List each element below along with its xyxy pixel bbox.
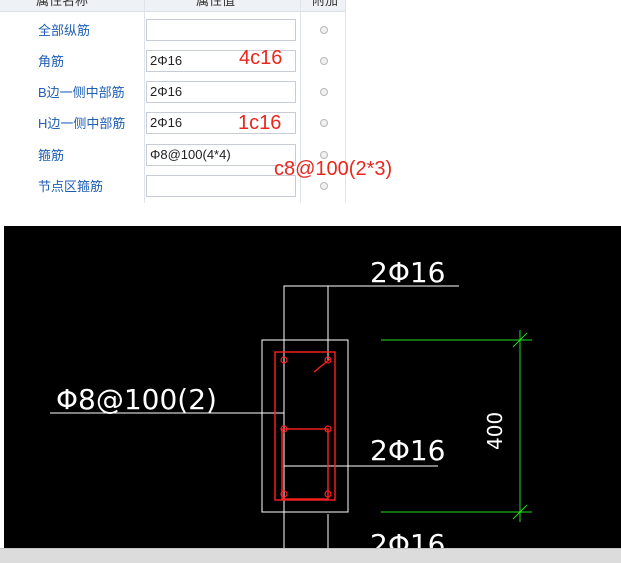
property-value-input[interactable]: Φ8@100(4*4) — [146, 144, 296, 166]
label-top-bars: 2Φ16 — [370, 256, 445, 289]
property-row-h-side-bars: H边一侧中部筋 2Φ16 — [0, 108, 346, 139]
header-name: 属性名称 — [36, 0, 89, 8]
property-row-stirrup: 箍筋 Φ8@100(4*4) — [0, 140, 346, 171]
rebar-dot — [324, 356, 332, 364]
stirrup-hook — [313, 358, 331, 373]
property-value-input[interactable] — [146, 19, 296, 41]
label-stirrup: Φ8@100(2) — [56, 383, 217, 416]
header-add: 附加 — [312, 0, 339, 8]
property-name: 全部纵筋 — [38, 23, 91, 38]
column-divider — [300, 0, 301, 203]
property-row-corner-bars: 角筋 2Φ16 — [0, 46, 346, 77]
property-name: H边一侧中部筋 — [38, 116, 126, 131]
add-radio[interactable] — [320, 57, 328, 65]
column-divider — [144, 0, 145, 203]
property-value-input[interactable] — [146, 175, 296, 197]
outer-stirrup — [274, 351, 336, 501]
label-bottom-bars: 2Φ16 — [370, 528, 445, 549]
dimension-label: 400 — [483, 412, 507, 450]
cad-canvas[interactable]: 2Φ16 Φ8@100(2) 2Φ16 2Φ16 400 — [4, 226, 621, 549]
property-panel: 属性名称 属性值 附加 全部纵筋 角筋 2Φ16 B边一侧中部筋 2Φ16 H边… — [0, 0, 346, 203]
property-name: 节点区箍筋 — [38, 179, 104, 194]
column-section-drawing: 2Φ16 Φ8@100(2) 2Φ16 2Φ16 400 — [50, 256, 532, 549]
add-radio[interactable] — [320, 151, 328, 159]
property-value-input[interactable]: 2Φ16 — [146, 50, 296, 72]
property-value-input[interactable]: 2Φ16 — [146, 112, 296, 134]
header-value: 属性值 — [196, 0, 236, 8]
rebar-dot — [280, 356, 288, 364]
column-divider — [345, 0, 346, 203]
status-bar — [0, 548, 621, 563]
rebar-dot — [324, 490, 332, 498]
column-outline — [261, 339, 349, 513]
property-name: B边一侧中部筋 — [38, 85, 125, 100]
add-radio[interactable] — [320, 182, 328, 190]
add-radio[interactable] — [320, 26, 328, 34]
property-name: 角筋 — [38, 54, 65, 69]
label-mid-bars: 2Φ16 — [370, 434, 445, 467]
rebar-dot — [324, 425, 332, 433]
stirrup-annotation: c8@100(2*3) — [274, 158, 393, 180]
property-value-input[interactable]: 2Φ16 — [146, 81, 296, 103]
property-name: 箍筋 — [38, 148, 65, 163]
property-header: 属性名称 属性值 附加 — [0, 0, 346, 12]
property-row-all-longitudinal: 全部纵筋 — [0, 15, 346, 46]
add-radio[interactable] — [320, 119, 328, 127]
dimension-tick-bottom — [512, 504, 528, 520]
inner-stirrup — [281, 428, 329, 500]
property-row-joint-stirrup: 节点区箍筋 — [0, 171, 346, 202]
corner-bar-annotation: 4c16 — [239, 47, 283, 69]
property-row-b-side-bars: B边一侧中部筋 2Φ16 — [0, 77, 346, 108]
rebar-dot — [280, 490, 288, 498]
rebar-dot — [280, 425, 288, 433]
leader-line-top — [283, 285, 459, 514]
add-radio[interactable] — [320, 88, 328, 96]
h-side-bar-annotation: 1c16 — [238, 112, 282, 134]
dimension-tick-top — [512, 332, 528, 348]
